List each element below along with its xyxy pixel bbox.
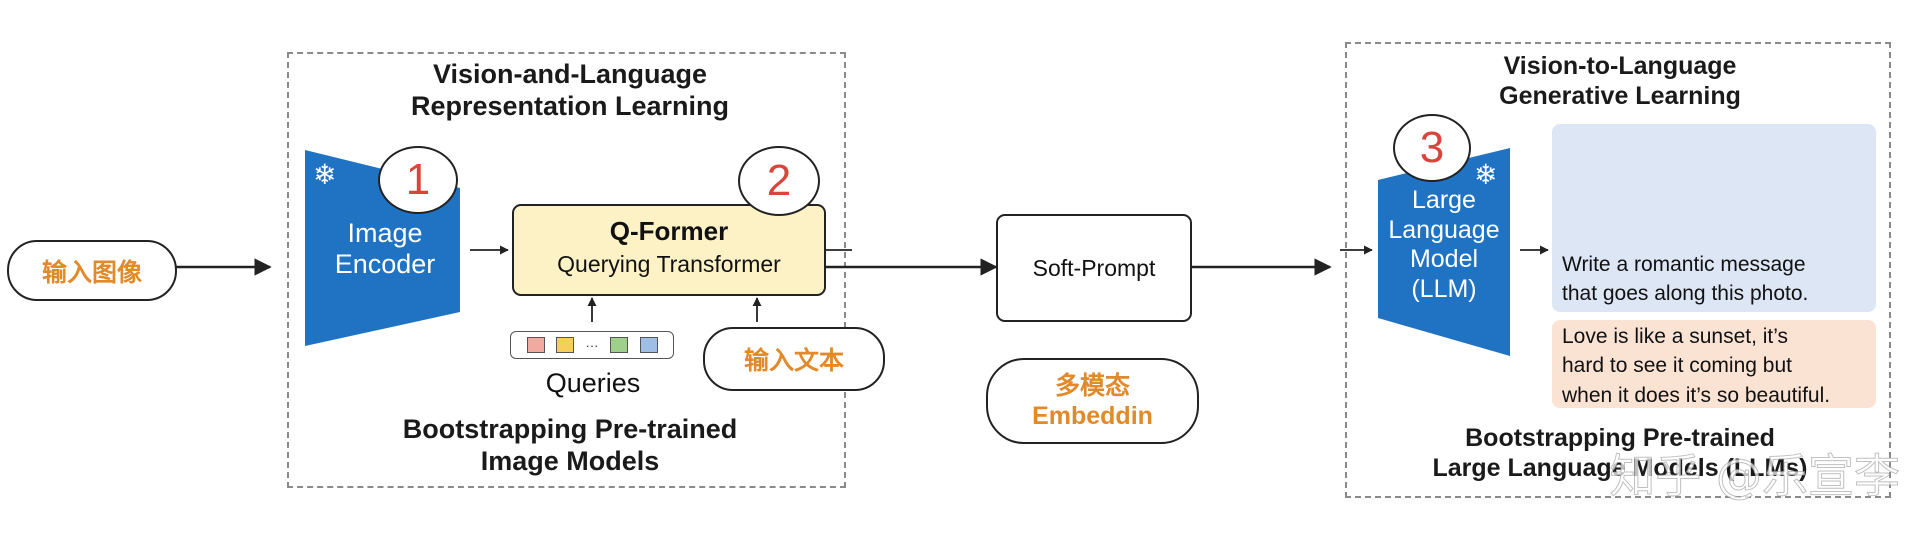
llm-line4: (LLM): [1411, 274, 1477, 303]
prompt-panel: [1552, 124, 1876, 312]
step-number-3: 3: [1393, 114, 1471, 182]
llm-line2: Language: [1388, 215, 1500, 244]
stage2-footer-line1: Bootstrapping Pre-trained: [1465, 424, 1775, 452]
step-number-3-label: 3: [1419, 123, 1445, 172]
step-number-2: 2: [738, 146, 820, 216]
qformer-box: Q-Former Querying Transformer: [512, 204, 826, 296]
input-image-label: 输入图像: [41, 257, 142, 287]
response-line3: when it does it’s so beautiful.: [1562, 383, 1831, 407]
llm-shape: [1378, 148, 1510, 356]
input-image-pill: 输入图像: [7, 240, 177, 301]
snowflake-icon: ❄: [313, 158, 337, 191]
stage1-footer: Bootstrapping Pre-trained Image Models: [330, 414, 810, 478]
query-token: [639, 337, 658, 353]
stage2-container: [1345, 42, 1891, 498]
prompt-line2: that goes along this photo.: [1562, 282, 1809, 306]
multimodal-line1: 多模态: [1054, 370, 1130, 400]
watermark: 知乎 @乐宣李: [1609, 449, 1901, 504]
query-token: [556, 337, 574, 353]
step-number-2-label: 2: [766, 156, 792, 205]
query-token: [526, 337, 545, 353]
response-text: Love is like a sunset, it’s hard to see …: [1562, 322, 1876, 410]
stage1-title-line1: Vision-and-Language: [432, 59, 708, 89]
snowflake-icon: ❄: [1474, 158, 1498, 191]
multimodal-embedding-pill: 多模态 Embeddin: [986, 358, 1199, 444]
image-encoder-line1: Image: [347, 218, 423, 248]
stage2-footer: Bootstrapping Pre-trained Large Language…: [1380, 424, 1860, 483]
stage1-title-line2: Representation Learning: [410, 90, 730, 121]
response-panel: [1552, 320, 1876, 408]
query-token: [610, 337, 628, 353]
input-text-label: 输入文本: [743, 346, 844, 375]
image-encoder-line2: Encoder: [334, 249, 436, 280]
llm-line3: Model: [1409, 245, 1479, 273]
queries-ellipsis: ···: [585, 337, 599, 353]
input-text-pill: 输入文本: [703, 327, 885, 391]
queries-tokens: ···: [510, 331, 674, 359]
image-encoder-label: Image Encoder: [305, 218, 465, 280]
stage2-footer-line2: Large Language Models (LLMs): [1432, 453, 1808, 482]
stage1-footer-line2: Image Models: [480, 445, 660, 476]
stage2-title-line2: Generative Learning: [1499, 81, 1741, 110]
stage1-container: [287, 52, 846, 488]
stage1-footer-line1: Bootstrapping Pre-trained: [402, 414, 738, 444]
stage2-title-line1: Vision-to-Language: [1503, 52, 1737, 80]
qformer-title: Q-Former: [609, 216, 729, 246]
prompt-text: Write a romantic message that goes along…: [1562, 250, 1872, 309]
soft-prompt-box: Soft-Prompt: [996, 214, 1192, 322]
response-line1: Love is like a sunset, it’s: [1562, 325, 1789, 348]
multimodal-line2: Embeddin: [1032, 402, 1153, 430]
soft-prompt-label: Soft-Prompt: [1032, 254, 1156, 281]
prompt-line1: Write a romantic message: [1562, 253, 1806, 276]
step-number-1-label: 1: [405, 155, 431, 204]
qformer-subtitle: Querying Transformer: [557, 251, 781, 277]
llm-label: Large Language Model (LLM): [1378, 186, 1510, 304]
llm-line1: Large: [1412, 186, 1476, 214]
step-number-1: 1: [378, 146, 458, 214]
queries-label: Queries: [545, 368, 641, 398]
stage1-title: Vision-and-Language Representation Learn…: [340, 59, 800, 123]
stage2-title: Vision-to-Language Generative Learning: [1420, 52, 1820, 111]
response-line2: hard to see it coming but: [1562, 354, 1792, 378]
